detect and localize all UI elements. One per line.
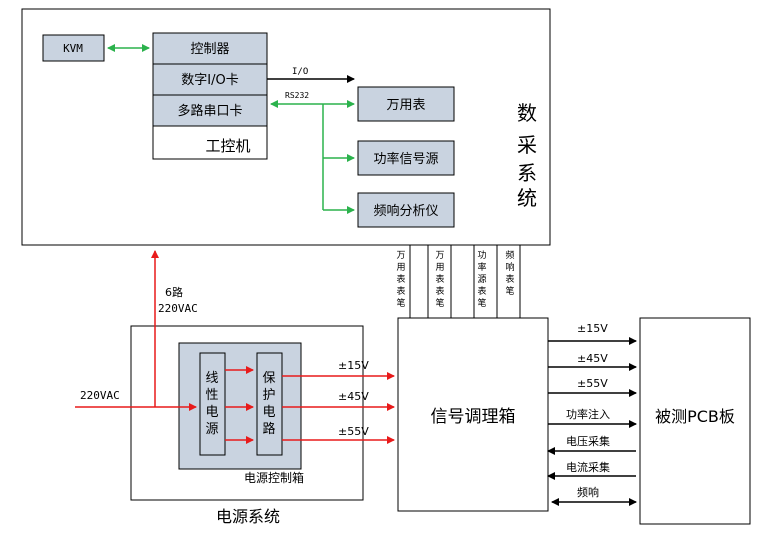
svg-text:笔: 笔 (396, 297, 405, 309)
probe-power-source: 功 率 源 表 笔 (477, 250, 486, 309)
svg-text:表: 表 (435, 273, 444, 285)
svg-text:表: 表 (396, 285, 405, 297)
svg-text:线: 线 (205, 371, 218, 386)
power-control-box-label: 电源控制箱 (244, 470, 304, 485)
svg-text:路: 路 (262, 421, 275, 437)
probe-multimeter-1: 万 用 表 表 笔 (396, 251, 405, 309)
svg-text:表: 表 (477, 285, 486, 297)
conditioning-box-title: 信号调理箱 (431, 407, 516, 427)
dut-link-freq-response-label: 频响 (577, 485, 599, 499)
svg-text:护: 护 (262, 388, 275, 403)
linear-psu-box (199, 352, 226, 456)
multimeter-box (357, 86, 455, 122)
rs232-label: RS232 (285, 91, 309, 100)
freq-analyzer-box (357, 192, 455, 228)
daq-title-char: 采 (517, 133, 537, 157)
svg-text:万: 万 (435, 251, 444, 261)
dut-link-power-inject-label: 功率注入 (566, 407, 610, 421)
svg-text:响: 响 (505, 261, 514, 273)
svg-text:率: 率 (477, 261, 486, 273)
controller-label: 控制器 (190, 42, 229, 57)
feed-label-1: 6路 (165, 286, 183, 299)
serial-card-label: 多路串口卡 (177, 103, 242, 119)
protection-circuit-box (256, 352, 283, 456)
svg-text:表: 表 (435, 285, 444, 297)
ipc-label: 工控机 (205, 137, 250, 155)
svg-text:源: 源 (477, 274, 486, 285)
power-system-title: 电源系统 (216, 507, 280, 526)
rail-45v-label: ±45V (338, 390, 369, 403)
daq-title-char: 系 (517, 161, 537, 185)
controller-box (152, 32, 268, 65)
svg-text:笔: 笔 (477, 297, 486, 309)
svg-text:性: 性 (205, 388, 218, 403)
dut-link-55v-label: ±55V (577, 377, 608, 390)
dut-link-45v-label: ±45V (577, 352, 608, 365)
rail-15v-label: ±15V (338, 359, 369, 372)
svg-text:用: 用 (435, 262, 444, 273)
power-signal-source-label: 功率信号源 (373, 151, 438, 167)
dut-link-voltage-sample-label: 电压采集 (566, 434, 610, 448)
conditioning-box (397, 317, 549, 512)
svg-text:频: 频 (505, 249, 514, 261)
svg-text:表: 表 (505, 273, 514, 285)
protection-circuit-label: 保 护 电 路 (262, 371, 275, 437)
svg-text:保: 保 (262, 371, 275, 386)
svg-text:笔: 笔 (435, 297, 444, 309)
probe-columns (409, 245, 521, 318)
dut-link-15v-label: ±15V (577, 322, 608, 335)
dut-title: 被测PCB板 (655, 407, 735, 426)
kvm-box (42, 34, 105, 62)
power-control-box (178, 342, 302, 470)
rail-55v-label: ±55V (338, 425, 369, 438)
kvm-label: KVM (63, 42, 83, 55)
svg-text:源: 源 (205, 422, 218, 437)
daq-system-title: 数 采 系 统 (517, 101, 537, 210)
svg-text:用: 用 (396, 262, 405, 273)
freq-analyzer-label: 频响分析仪 (373, 203, 438, 219)
daq-title-char: 数 (517, 101, 537, 125)
digital-io-card-label: 数字I/O卡 (181, 73, 238, 88)
svg-text:万: 万 (396, 251, 405, 261)
svg-text:电: 电 (262, 405, 275, 420)
dut-link-current-sample-label: 电流采集 (566, 460, 610, 474)
dut-box (639, 317, 751, 525)
svg-text:功: 功 (477, 250, 486, 261)
serial-card-box (152, 94, 268, 127)
ac-input-label: 220VAC (80, 389, 120, 402)
multimeter-label: 万用表 (386, 98, 425, 113)
io-label: I/O (292, 67, 308, 77)
svg-text:表: 表 (396, 273, 405, 285)
probe-multimeter-2: 万 用 表 表 笔 (435, 251, 444, 309)
daq-title-char: 统 (517, 186, 537, 210)
svg-text:电: 电 (205, 405, 218, 420)
linear-psu-label: 线 性 电 源 (205, 371, 218, 437)
power-signal-source-box (357, 140, 455, 176)
feed-label-2: 220VAC (158, 302, 198, 315)
svg-text:笔: 笔 (505, 285, 514, 297)
probe-freq-analyzer: 频 响 表 笔 (505, 249, 514, 297)
